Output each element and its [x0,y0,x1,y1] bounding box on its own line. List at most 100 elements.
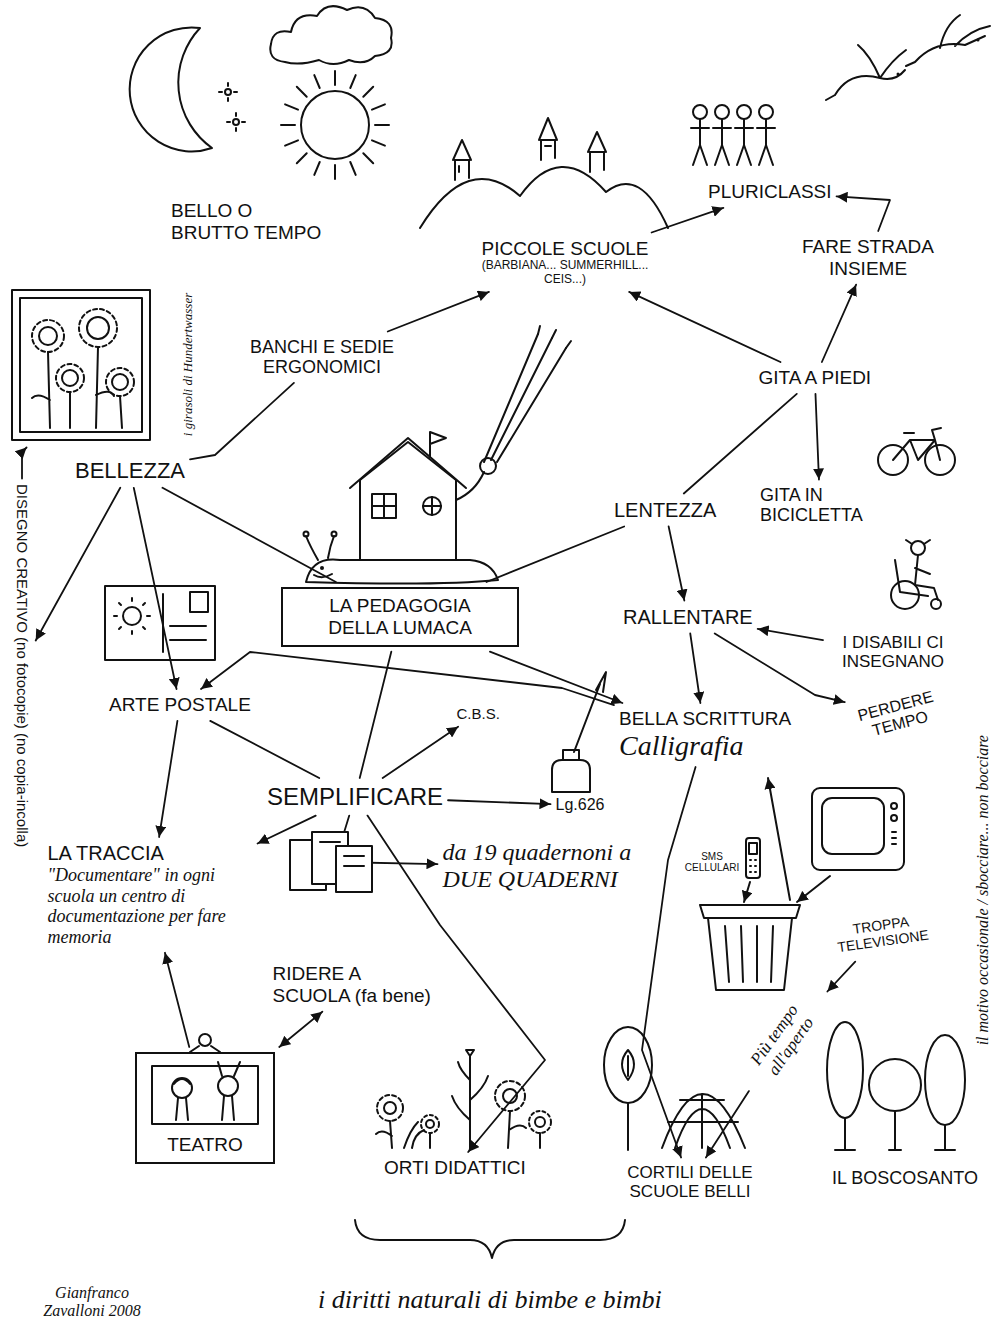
sun-drawing [281,71,389,179]
garden-drawing [404,1122,540,1148]
courtyard-drawing [604,1027,745,1150]
children-drawing [715,105,729,119]
note-text: Gianfranco Zavalloni 2008 [32,1284,152,1321]
connector-arrow [22,448,27,479]
stars-drawing [227,113,245,131]
garden-drawing [426,1120,434,1128]
connector-arrow [367,816,545,1152]
postcard-drawing [123,607,141,625]
concept-text: PERDERE TEMPO [850,685,946,744]
wood-drawing [835,1125,955,1150]
concept-label: PERDERE TEMPO [850,685,946,744]
concept-label: Più tempo all'aperto [742,994,823,1086]
garden-drawing [377,1095,403,1121]
sunflowers-picture [56,364,84,392]
concept-text: GITA IN BICICLETTA [760,485,880,526]
courtyard-drawing [662,1094,745,1148]
moon-drawing [130,27,212,151]
sunflowers-picture [87,317,109,339]
wood-drawing [844,1118,846,1150]
connector-arrow [758,629,823,640]
trash-bin-drawing [700,905,800,990]
concept-text: IL BOSCOSANTO [832,1168,978,1189]
stars-drawing [225,89,231,95]
snail-drawing [350,438,466,488]
television-drawing [891,803,897,809]
connector-arrow [163,488,336,582]
notebooks-icon [290,832,372,892]
concept-label: RALLENTARE [623,606,753,629]
theatre-decoration [174,1079,190,1120]
trash-bin-drawing [700,905,800,918]
theatre-decoration [152,1066,258,1124]
children-drawing [757,119,775,165]
garden-drawing [503,1089,517,1103]
concept-text: LA PEDAGOGIA DELLA LUMACA [305,595,495,639]
concept-label: PLURICLASSI [708,181,832,203]
snail-drawing [423,497,441,515]
connector-arrow [383,727,458,778]
garden-drawing [376,1121,392,1148]
garden-drawing [529,1111,551,1133]
concept-label: ORTI DIDATTICI [384,1157,526,1179]
hills-drawing [539,118,557,160]
wheelchair-drawing [906,540,930,544]
concept-text: da 19 quadernoni a DUE QUADERNI [443,839,638,894]
note-holder: Gianfranco Zavalloni 2008 [32,1284,152,1321]
hills-drawing [420,118,668,228]
snail-drawing [372,494,396,518]
children-drawing [713,119,731,165]
birds-drawing [826,45,906,100]
wheelchair-drawing [895,555,938,600]
concept-label: BELLO O BRUTTO TEMPO [171,200,329,244]
snail-drawing [538,326,571,348]
concept-label: ARTE POSTALE [109,694,251,716]
concept-text: FARE STRADA INSIEME [793,236,943,280]
side-arrows [744,882,750,902]
connector-arrow [210,721,319,778]
postcard-drawing [162,594,164,652]
postcard-drawing [114,598,150,634]
postcard-drawing [170,626,206,640]
concept-text: LA TRACCIA [48,842,253,865]
phone-drawing [746,838,760,878]
connector-arrow [815,394,818,480]
postcard-drawing [105,586,215,660]
postcard-drawing [190,592,208,612]
concept-subtext: Calligrafia [619,730,791,762]
connector-arrow [165,953,189,1047]
connector-arrow [715,634,845,703]
courtyard-drawing [622,1050,634,1150]
snail-drawing [430,432,446,457]
concept-label: da 19 quadernoni a DUE QUADERNI [443,839,638,894]
concept-text: RALLENTARE [623,606,753,629]
sunflowers-picture [32,347,122,428]
stars-drawing [219,83,245,131]
snail-drawing [306,536,334,560]
sunflowers-picture [112,374,128,390]
phone-drawing [746,838,760,878]
connector-arrow [837,196,890,231]
concept-label: I DISABILI CI INSEGNANO [828,633,958,672]
ink-and-pen-drawing [552,760,590,792]
children-drawing [693,105,707,119]
connector-arrow [706,1091,749,1157]
concept-text: TEATRO [167,1134,243,1156]
theatre-decoration [172,1078,192,1098]
sunflowers-picture [32,320,64,352]
connector-arrow [690,634,700,704]
brace [355,1220,625,1258]
concept-text: BELLA SCRITTURA [619,708,791,730]
side-arrows [797,876,830,902]
theatre-decoration [218,1062,240,1120]
concept-text: TROPPA TELEVISIONE [825,910,938,957]
bicycle-drawing [878,428,955,475]
concept-label: RIDERE A SCUOLA (fa bene) [273,963,438,1007]
snail-drawing [304,532,309,537]
concept-subtext: "Documentare" in ogni scuola un centro d… [48,865,253,948]
phone-drawing [749,843,757,854]
wood-drawing [827,1022,965,1150]
garden-drawing [429,1133,431,1148]
